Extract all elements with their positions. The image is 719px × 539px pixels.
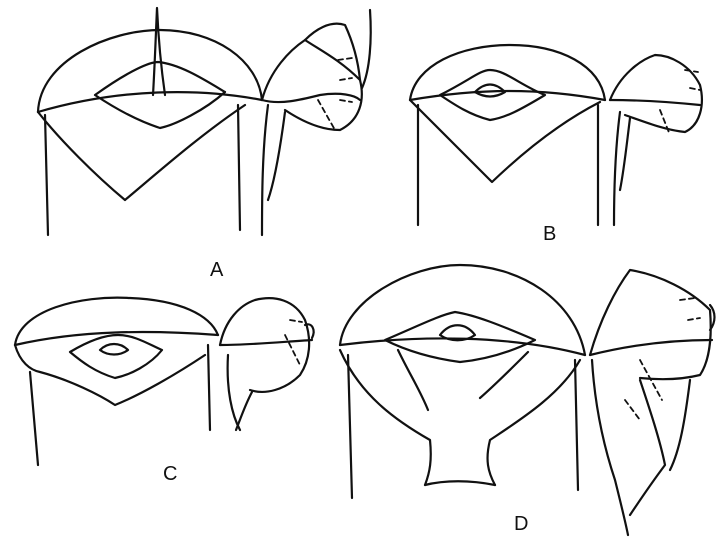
panel-c-label: C [163,463,177,485]
panel-c-front-view [15,298,218,465]
panel-a: A [38,8,371,281]
panel-d-label: D [514,513,528,535]
panel-d: D [340,265,715,535]
panel-a-front-view [38,8,262,235]
panel-b-label: B [543,223,556,245]
panel-d-front-view [340,265,585,498]
panel-b-front-view [410,45,605,225]
panel-a-label: A [210,259,224,281]
panel-a-side-view [262,10,371,235]
panel-b-side-view [610,55,702,225]
panel-c-side-view [220,298,314,430]
panel-d-side-view [590,270,715,535]
panel-b: B [410,45,702,245]
panel-c: C [15,298,314,485]
